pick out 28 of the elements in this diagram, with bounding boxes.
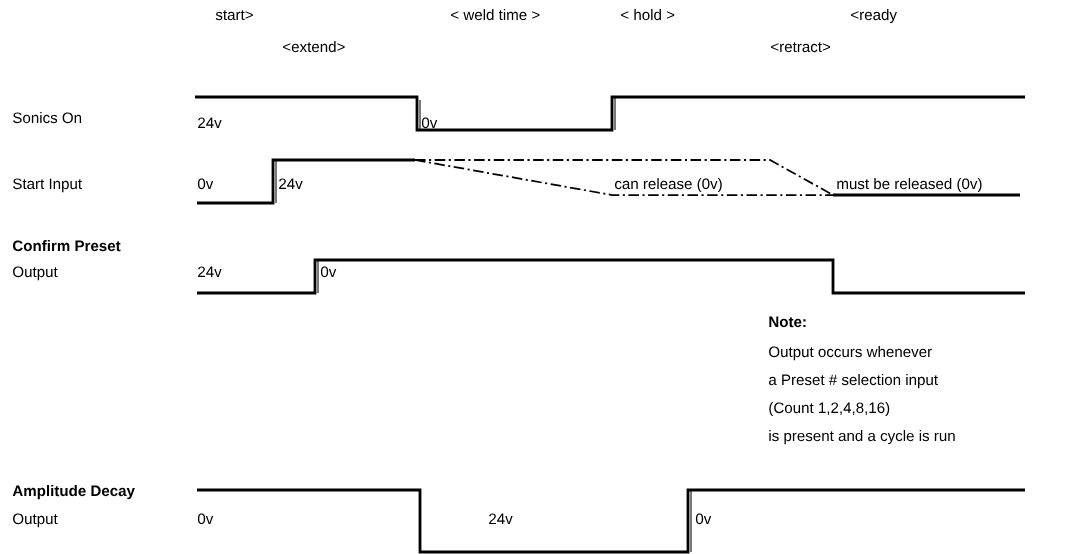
level-label: 24v: [198, 117, 222, 128]
signal-heading: Amplitude Decay: [12, 485, 135, 500]
phase-label: < weld time >: [451, 9, 540, 21]
level-label: 0v: [197, 513, 214, 525]
level-label: can release (0v): [615, 178, 722, 193]
signal-heading: Confirm Preset: [12, 240, 121, 252]
level-label: must be released (0v): [837, 178, 982, 193]
level-label: 24v: [489, 513, 513, 524]
signal-name: Start Input: [13, 178, 82, 193]
level-label: 0v: [695, 513, 712, 525]
note-heading: Note:: [769, 316, 806, 328]
signal-name: Sonics On: [13, 112, 82, 124]
level-label: 24v: [279, 178, 303, 189]
level-label: 0v: [320, 266, 337, 278]
level-label: 24v: [198, 266, 222, 277]
phase-label: <ready: [851, 9, 897, 24]
level-label: 0v: [421, 117, 438, 129]
phase-label: start>: [215, 10, 253, 21]
phase-label: < hold >: [621, 9, 675, 21]
signal-name: Output: [13, 513, 58, 528]
note-text: is present and a cycle is run: [769, 430, 955, 445]
signal-name: Output: [13, 266, 58, 281]
level-label: 0v: [197, 178, 214, 190]
note-text: Output occurs whenever: [769, 346, 932, 361]
phase-label: <retract>: [771, 42, 831, 53]
note-text: a Preset # selection input: [769, 374, 938, 389]
phase-label: <extend>: [283, 41, 345, 53]
note-text: (Count 1,2,4,8,16): [769, 402, 890, 417]
